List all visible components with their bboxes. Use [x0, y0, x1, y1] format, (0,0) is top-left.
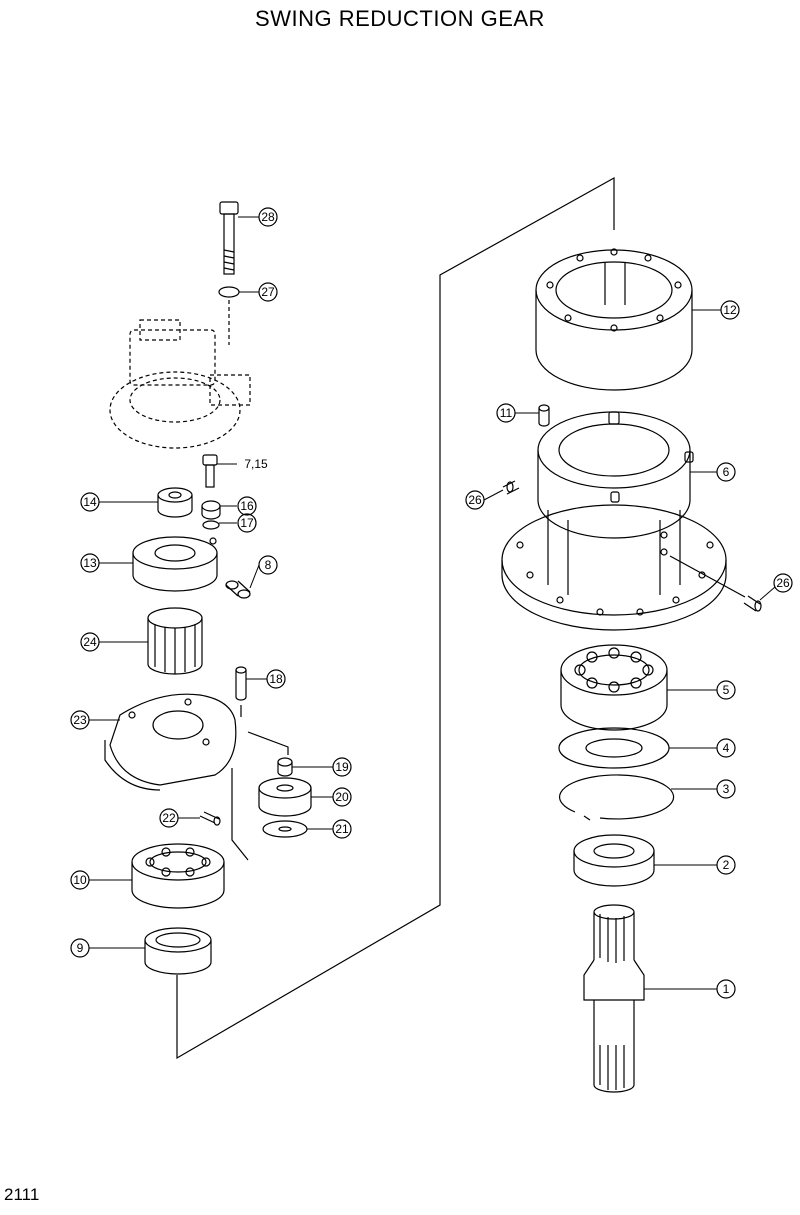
planet-group-bracket: [247, 731, 289, 755]
callout-3-label: 3: [723, 782, 730, 796]
part-thrust-washer: [262, 820, 308, 838]
callout-1: 1: [716, 979, 736, 999]
callout-2-label: 2: [723, 858, 730, 872]
callout-21-label: 21: [335, 822, 349, 836]
page-number: 2111: [4, 1185, 40, 1204]
callout-23-label: 23: [73, 713, 87, 727]
callout-6: 6: [716, 462, 736, 482]
callout-19-label: 19: [335, 760, 349, 774]
callout-11-label: 11: [500, 406, 513, 420]
part-carrier: [132, 536, 218, 592]
callout-28-label: 28: [261, 210, 275, 224]
callout-22: 22: [159, 808, 179, 828]
callout-2: 2: [716, 855, 736, 875]
callout-20-label: 20: [335, 790, 349, 804]
part-long-pin: [235, 666, 247, 701]
callout-18-label: 18: [269, 672, 283, 686]
callout-7-15: 7,15: [244, 457, 268, 471]
part-needle-bearing: [201, 500, 221, 520]
part-roller-bearing: [131, 843, 225, 909]
callout-13: 13: [80, 553, 100, 573]
planet-group-bracket-lower: [231, 768, 249, 861]
callout-16-label: 16: [240, 499, 254, 513]
callout-14-label: 14: [83, 495, 97, 509]
callout-13-label: 13: [83, 556, 97, 570]
callout-16: 16: [237, 496, 257, 516]
callout-26-upper-label: 26: [468, 493, 482, 507]
callout-10-label: 10: [73, 873, 87, 887]
part-ring-gear: [147, 607, 203, 675]
callout-27: 27: [258, 282, 278, 302]
callout-20: 20: [332, 787, 352, 807]
callout-4-label: 4: [723, 741, 730, 755]
callout-14: 14: [80, 492, 100, 512]
part-planet-carrier: [104, 693, 242, 791]
callout-4: 4: [716, 738, 736, 758]
part-main-bearing: [560, 644, 668, 731]
part-spring-pin: [199, 811, 221, 826]
callout-17-label: 17: [240, 516, 254, 530]
callout-6-label: 6: [723, 465, 730, 479]
part-oil-seal: [558, 727, 670, 769]
callout-12-label: 12: [723, 303, 737, 317]
callout-24: 24: [80, 632, 100, 652]
callout-26-upper: 26: [465, 490, 485, 510]
callout-3: 3: [716, 779, 736, 799]
part-pinion-shaft: [583, 904, 645, 1093]
part-planet-gear: [258, 777, 312, 817]
callout-7-15-label: 7,15: [244, 457, 268, 471]
page-title: SWING REDUCTION GEAR: [255, 6, 545, 31]
callout-8: 8: [258, 555, 278, 575]
part-washer: [218, 286, 240, 298]
part-casing: [501, 411, 727, 631]
callout-10: 10: [70, 870, 90, 890]
callout-28: 28: [258, 207, 278, 227]
callout-24-label: 24: [83, 635, 97, 649]
callout-11: 11: [496, 403, 516, 423]
callout-19: 19: [332, 757, 352, 777]
assembly-boundary-line: [176, 176, 615, 1060]
part-planet-bearing: [277, 757, 293, 777]
leader-lines: [89, 216, 776, 990]
callout-23: 23: [70, 710, 90, 730]
callout-17: 17: [237, 513, 257, 533]
part-snap-ring: [558, 774, 675, 821]
part-plug-upper: [502, 480, 520, 495]
callout-8-label: 8: [265, 558, 272, 572]
callout-5-label: 5: [723, 683, 730, 697]
part-bolt: [219, 201, 239, 275]
part-motor: [109, 300, 251, 449]
callout-26-lower: 26: [773, 573, 793, 593]
part-thrust-ring: [202, 520, 220, 530]
callout-1-label: 1: [723, 982, 730, 996]
callout-26-lower-label: 26: [776, 576, 790, 590]
part-collar: [573, 834, 655, 887]
part-dowel-pin: [538, 404, 550, 427]
callout-9: 9: [70, 938, 90, 958]
part-plug-lower: [669, 555, 762, 612]
callout-12: 12: [720, 300, 740, 320]
part-gear-housing: [535, 248, 693, 391]
part-spacer-ring: [144, 927, 212, 975]
part-small-pin: [225, 580, 251, 599]
part-pin: [202, 454, 218, 488]
callout-9-label: 9: [77, 941, 84, 955]
callout-5: 5: [716, 680, 736, 700]
callout-21: 21: [332, 819, 352, 839]
callout-27-label: 27: [261, 285, 275, 299]
part-sun-gear: [157, 487, 193, 518]
callout-18: 18: [266, 669, 286, 689]
callout-22-label: 22: [162, 811, 176, 825]
